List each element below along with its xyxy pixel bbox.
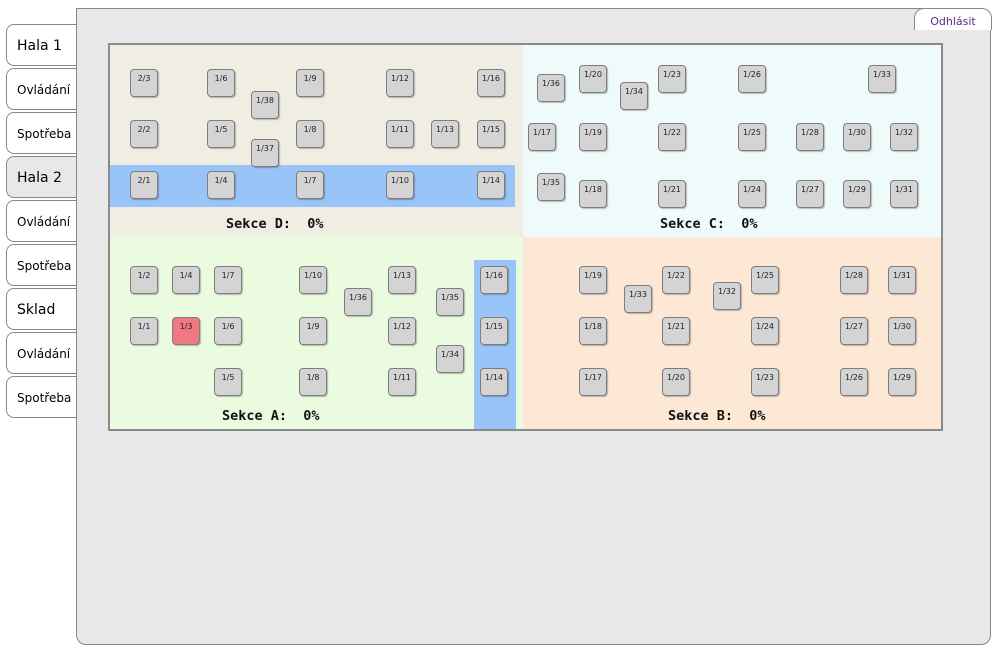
slot-c-1-29[interactable]: 1/29 — [843, 180, 871, 208]
slot-c-1-17[interactable]: 1/17 — [528, 123, 556, 151]
slot-c-1-32[interactable]: 1/32 — [890, 123, 918, 151]
slot-b-1-31[interactable]: 1/31 — [888, 266, 916, 294]
slot-b-1-26[interactable]: 1/26 — [840, 368, 868, 396]
slot-a-1-16[interactable]: 1/16 — [480, 266, 508, 294]
slot-d-1-15[interactable]: 1/15 — [477, 120, 505, 148]
slot-a-1-6[interactable]: 1/6 — [214, 317, 242, 345]
slot-a-1-14[interactable]: 1/14 — [480, 368, 508, 396]
slot-a-1-2[interactable]: 1/2 — [130, 266, 158, 294]
slot-c-1-34[interactable]: 1/34 — [620, 82, 648, 110]
slot-c-1-21[interactable]: 1/21 — [658, 180, 686, 208]
slot-b-1-32[interactable]: 1/32 — [713, 282, 741, 310]
tab-sklad-ovladani[interactable]: Ovládání — [6, 332, 76, 374]
slot-b-1-28[interactable]: 1/28 — [840, 266, 868, 294]
slot-d-1-8[interactable]: 1/8 — [296, 120, 324, 148]
slot-a-1-11[interactable]: 1/11 — [388, 368, 416, 396]
slot-b-1-24[interactable]: 1/24 — [751, 317, 779, 345]
slot-c-1-20[interactable]: 1/20 — [579, 65, 607, 93]
slot-d-1-5[interactable]: 1/5 — [207, 120, 235, 148]
slot-c-1-22[interactable]: 1/22 — [658, 123, 686, 151]
slot-a-1-9[interactable]: 1/9 — [299, 317, 327, 345]
slot-a-1-34[interactable]: 1/34 — [436, 345, 464, 373]
slot-a-1-15[interactable]: 1/15 — [480, 317, 508, 345]
slot-a-1-13[interactable]: 1/13 — [388, 266, 416, 294]
slot-b-1-23[interactable]: 1/23 — [751, 368, 779, 396]
slot-b-1-21[interactable]: 1/21 — [662, 317, 690, 345]
tab-sklad-spotreba[interactable]: Spotřeba — [6, 376, 76, 418]
section-c-label: Sekce C: 0% — [660, 216, 758, 232]
slot-b-1-30[interactable]: 1/30 — [888, 317, 916, 345]
slot-c-1-25[interactable]: 1/25 — [738, 123, 766, 151]
tab-hala-1-spotreba[interactable]: Spotřeba — [6, 112, 76, 154]
section-a-label: Sekce A: 0% — [222, 408, 320, 424]
slot-c-1-33[interactable]: 1/33 — [868, 65, 896, 93]
slot-a-1-36[interactable]: 1/36 — [344, 288, 372, 316]
slot-b-1-19[interactable]: 1/19 — [579, 266, 607, 294]
slot-c-1-26[interactable]: 1/26 — [738, 65, 766, 93]
slot-a-1-7[interactable]: 1/7 — [214, 266, 242, 294]
logout-button[interactable]: Odhlásit — [914, 8, 992, 30]
tab-hala-1-ovladani[interactable]: Ovládání — [6, 68, 76, 110]
slot-c-1-23[interactable]: 1/23 — [658, 65, 686, 93]
tab-sklad[interactable]: Sklad — [6, 288, 76, 330]
slot-a-1-35[interactable]: 1/35 — [436, 288, 464, 316]
slot-d-1-16[interactable]: 1/16 — [477, 69, 505, 97]
slot-d-1-14[interactable]: 1/14 — [477, 171, 505, 199]
slot-d-1-13[interactable]: 1/13 — [431, 120, 459, 148]
slot-d-1-37[interactable]: 1/37 — [251, 139, 279, 167]
slot-d-2-2[interactable]: 2/2 — [130, 120, 158, 148]
slot-b-1-29[interactable]: 1/29 — [888, 368, 916, 396]
slot-d-1-38[interactable]: 1/38 — [251, 91, 279, 119]
slot-a-1-3[interactable]: 1/3 — [172, 317, 200, 345]
tab-hala-1[interactable]: Hala 1 — [6, 24, 76, 66]
slot-d-2-1[interactable]: 2/1 — [130, 171, 158, 199]
section-d-label: Sekce D: 0% — [226, 216, 324, 232]
tab-hala-2-spotreba[interactable]: Spotřeba — [6, 244, 76, 286]
slot-c-1-19[interactable]: 1/19 — [579, 123, 607, 151]
slot-b-1-25[interactable]: 1/25 — [751, 266, 779, 294]
slot-d-1-6[interactable]: 1/6 — [207, 69, 235, 97]
slot-c-1-18[interactable]: 1/18 — [579, 180, 607, 208]
section-b-label: Sekce B: 0% — [668, 408, 766, 424]
slot-c-1-24[interactable]: 1/24 — [738, 180, 766, 208]
slot-a-1-10[interactable]: 1/10 — [299, 266, 327, 294]
slot-d-1-10[interactable]: 1/10 — [386, 171, 414, 199]
tab-hala-2[interactable]: Hala 2 — [6, 156, 76, 198]
slot-d-1-7[interactable]: 1/7 — [296, 171, 324, 199]
slot-c-1-36[interactable]: 1/36 — [537, 74, 565, 102]
hall-map: 2/3 1/6 1/38 1/9 1/12 1/16 2/2 1/5 1/37 1/8 1/11 1/… — [108, 43, 943, 431]
slot-c-1-35[interactable]: 1/35 — [537, 173, 565, 201]
slot-b-1-27[interactable]: 1/27 — [840, 317, 868, 345]
slot-d-1-11[interactable]: 1/11 — [386, 120, 414, 148]
slot-a-1-5[interactable]: 1/5 — [214, 368, 242, 396]
slot-b-1-20[interactable]: 1/20 — [662, 368, 690, 396]
slot-c-1-27[interactable]: 1/27 — [796, 180, 824, 208]
tab-hala-2-ovladani[interactable]: Ovládání — [6, 200, 76, 242]
slot-a-1-8[interactable]: 1/8 — [299, 368, 327, 396]
slot-d-1-9[interactable]: 1/9 — [296, 69, 324, 97]
slot-c-1-28[interactable]: 1/28 — [796, 123, 824, 151]
slot-b-1-22[interactable]: 1/22 — [662, 266, 690, 294]
slot-b-1-33[interactable]: 1/33 — [624, 285, 652, 313]
slot-d-1-12[interactable]: 1/12 — [386, 69, 414, 97]
slot-a-1-4[interactable]: 1/4 — [172, 266, 200, 294]
slot-a-1-1[interactable]: 1/1 — [130, 317, 158, 345]
slot-c-1-30[interactable]: 1/30 — [843, 123, 871, 151]
slot-d-2-3[interactable]: 2/3 — [130, 69, 158, 97]
slot-c-1-31[interactable]: 1/31 — [890, 180, 918, 208]
slot-d-1-4[interactable]: 1/4 — [207, 171, 235, 199]
slot-a-1-12[interactable]: 1/12 — [388, 317, 416, 345]
slot-b-1-17[interactable]: 1/17 — [579, 368, 607, 396]
slot-b-1-18[interactable]: 1/18 — [579, 317, 607, 345]
